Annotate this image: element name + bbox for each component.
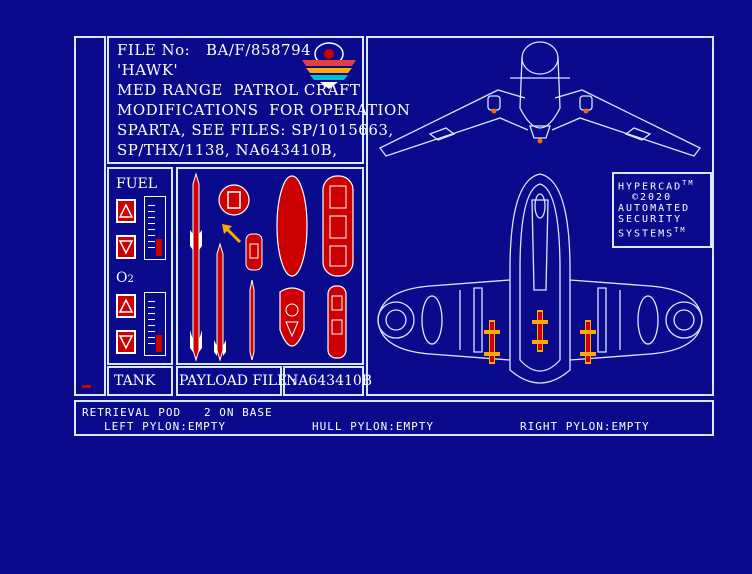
payload-file-id-box[interactable] bbox=[283, 366, 364, 396]
right-pylon-status: RIGHT PYLON:EMPTY bbox=[520, 420, 650, 433]
o2-level-bar bbox=[156, 335, 162, 352]
missile-icon[interactable] bbox=[214, 242, 226, 362]
shield-pod-icon[interactable] bbox=[279, 287, 305, 347]
file-number: FILE No: BA/F/858794 bbox=[117, 41, 312, 59]
hypercad-line-systems: SYSTEMS bbox=[618, 228, 675, 240]
hypercad-title: HYPERCAD bbox=[618, 181, 683, 193]
o2-increase-button[interactable] bbox=[116, 294, 136, 318]
ship-bottom-view bbox=[377, 173, 703, 384]
fuel-level-bar bbox=[156, 239, 162, 256]
mine-icon[interactable] bbox=[218, 184, 250, 216]
hypercad-line-security: SECURITY bbox=[618, 214, 683, 226]
payload-file-id[interactable]: NA643410B bbox=[286, 373, 373, 389]
craft-name: 'HAWK' bbox=[117, 61, 179, 79]
squadron-emblem-icon bbox=[302, 42, 356, 89]
up-arrow-icon bbox=[118, 203, 134, 218]
down-arrow-icon bbox=[118, 240, 134, 255]
blueprint-panel bbox=[366, 36, 714, 396]
torpedo-pod-icon[interactable] bbox=[327, 285, 347, 359]
retrieval-pod-status: RETRIEVAL POD 2 ON BASE bbox=[82, 406, 273, 419]
pylon-marker bbox=[484, 320, 500, 364]
missile-icon[interactable] bbox=[249, 279, 255, 361]
hypercad-logo-box bbox=[612, 172, 712, 248]
pylon-marker bbox=[580, 320, 596, 364]
hypercad-line-automated: AUTOMATED bbox=[618, 203, 691, 215]
payload-panel bbox=[176, 167, 364, 365]
tank-box bbox=[107, 366, 173, 396]
hypercad-copyright: ©2020 bbox=[632, 192, 673, 204]
fuel-label: FUEL bbox=[116, 176, 158, 192]
mod-line: MODIFICATIONS FOR OPERATION bbox=[117, 101, 411, 119]
payload-file-label: PAYLOAD FILE : bbox=[179, 373, 297, 389]
status-panel bbox=[74, 400, 714, 436]
fuel-increase-button[interactable] bbox=[116, 199, 136, 223]
hull-pylon-status: HULL PYLON:EMPTY bbox=[312, 420, 434, 433]
left-pylon-status: LEFT PYLON:EMPTY bbox=[104, 420, 226, 433]
left-strip bbox=[74, 36, 106, 396]
up-arrow-icon bbox=[118, 298, 134, 313]
drone-icon[interactable] bbox=[245, 233, 263, 271]
pylon-marker bbox=[532, 310, 548, 352]
payload-file-label-box bbox=[176, 366, 282, 396]
armour-pod-icon[interactable] bbox=[322, 175, 354, 277]
payload-weapons-grid bbox=[190, 172, 354, 362]
fuel-gauge bbox=[144, 196, 166, 260]
fuel-pod-icon[interactable] bbox=[276, 175, 308, 277]
fuel-panel bbox=[107, 167, 173, 365]
o2-label: O2 bbox=[116, 270, 134, 286]
o2-decrease-button[interactable] bbox=[116, 330, 136, 354]
missile-icon[interactable] bbox=[190, 172, 202, 362]
hypercad-logo: HYPERCADTM ©2020 AUTOMATED SECURITY SYST… bbox=[618, 179, 695, 240]
o2-gauge bbox=[144, 292, 166, 356]
tank-label: TANK bbox=[114, 373, 156, 389]
files-line-2: SP/THX/1138, NA643410B, bbox=[117, 141, 338, 159]
fuel-decrease-button[interactable] bbox=[116, 235, 136, 259]
craft-class: MED RANGE PATROL CRAFT bbox=[117, 81, 361, 99]
strip-indicator bbox=[82, 385, 91, 388]
file-info-panel bbox=[107, 36, 364, 164]
cursor-arrow-icon bbox=[222, 224, 242, 244]
down-arrow-icon bbox=[118, 335, 134, 350]
ship-top-view bbox=[379, 41, 701, 157]
